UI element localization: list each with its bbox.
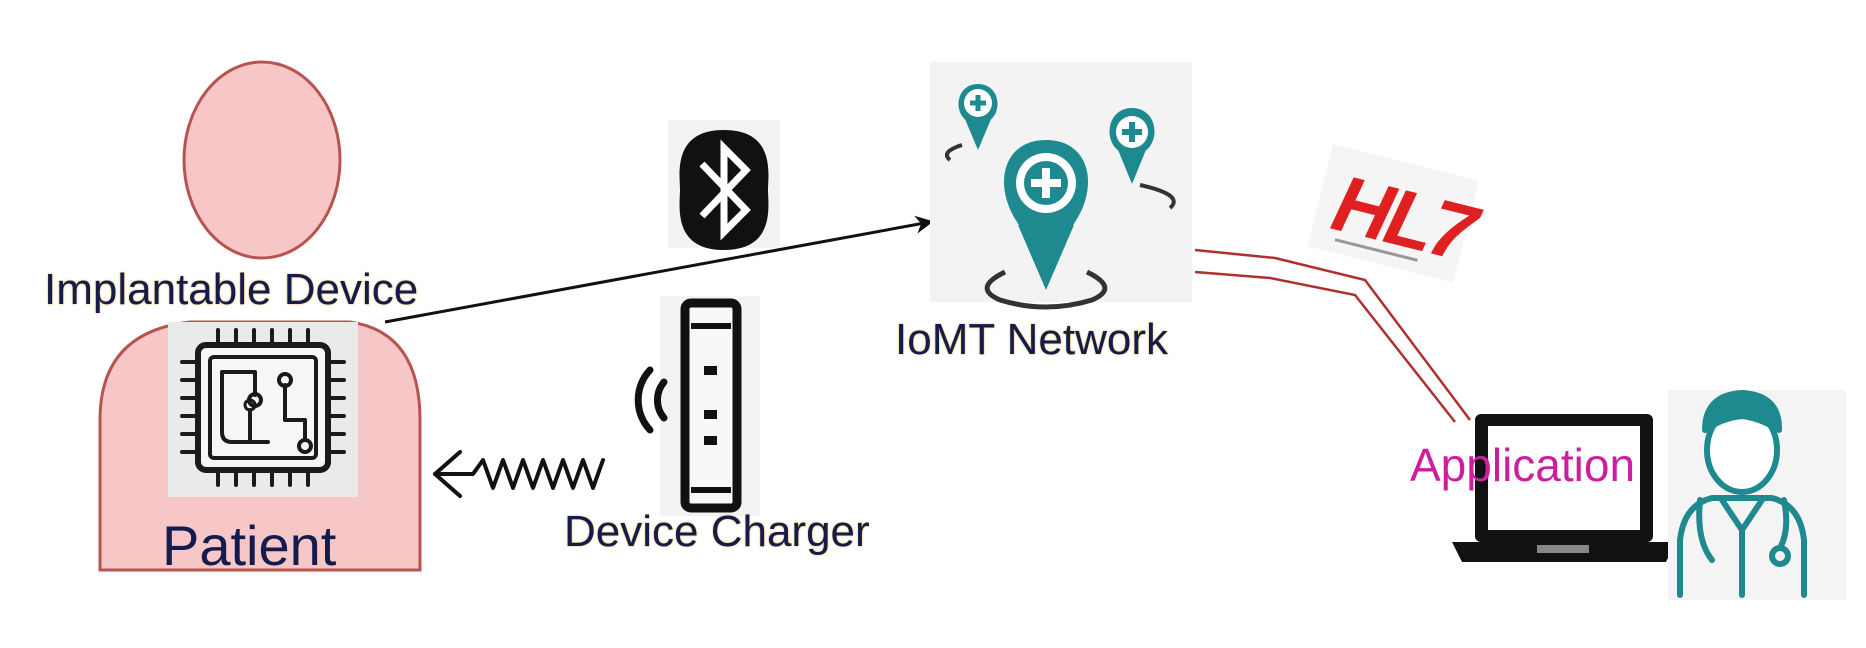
hl7-link-lines <box>1194 248 1471 423</box>
bluetooth-icon <box>668 120 780 250</box>
laptop-icon <box>1452 414 1676 562</box>
wireless-signal-icon <box>634 366 668 434</box>
application-label: Application <box>1410 439 1636 491</box>
charger-icon <box>660 296 760 516</box>
implant-to-network-arrow <box>384 215 934 324</box>
doctor-icon <box>1668 390 1846 600</box>
implantable-device-label: Implantable Device <box>44 265 419 314</box>
location-pins-icon <box>930 62 1192 310</box>
patient-head <box>182 60 342 260</box>
iomt-network-label: IoMT Network <box>895 315 1169 364</box>
patient-label: Patient <box>162 514 337 577</box>
zigzag-arrow-icon <box>433 450 605 498</box>
chip-icon <box>168 322 358 497</box>
svg-text:HL7: HL7 <box>1325 158 1489 280</box>
hl7-logo: HL7 <box>1307 144 1489 283</box>
device-charger-label: Device Charger <box>564 507 870 556</box>
